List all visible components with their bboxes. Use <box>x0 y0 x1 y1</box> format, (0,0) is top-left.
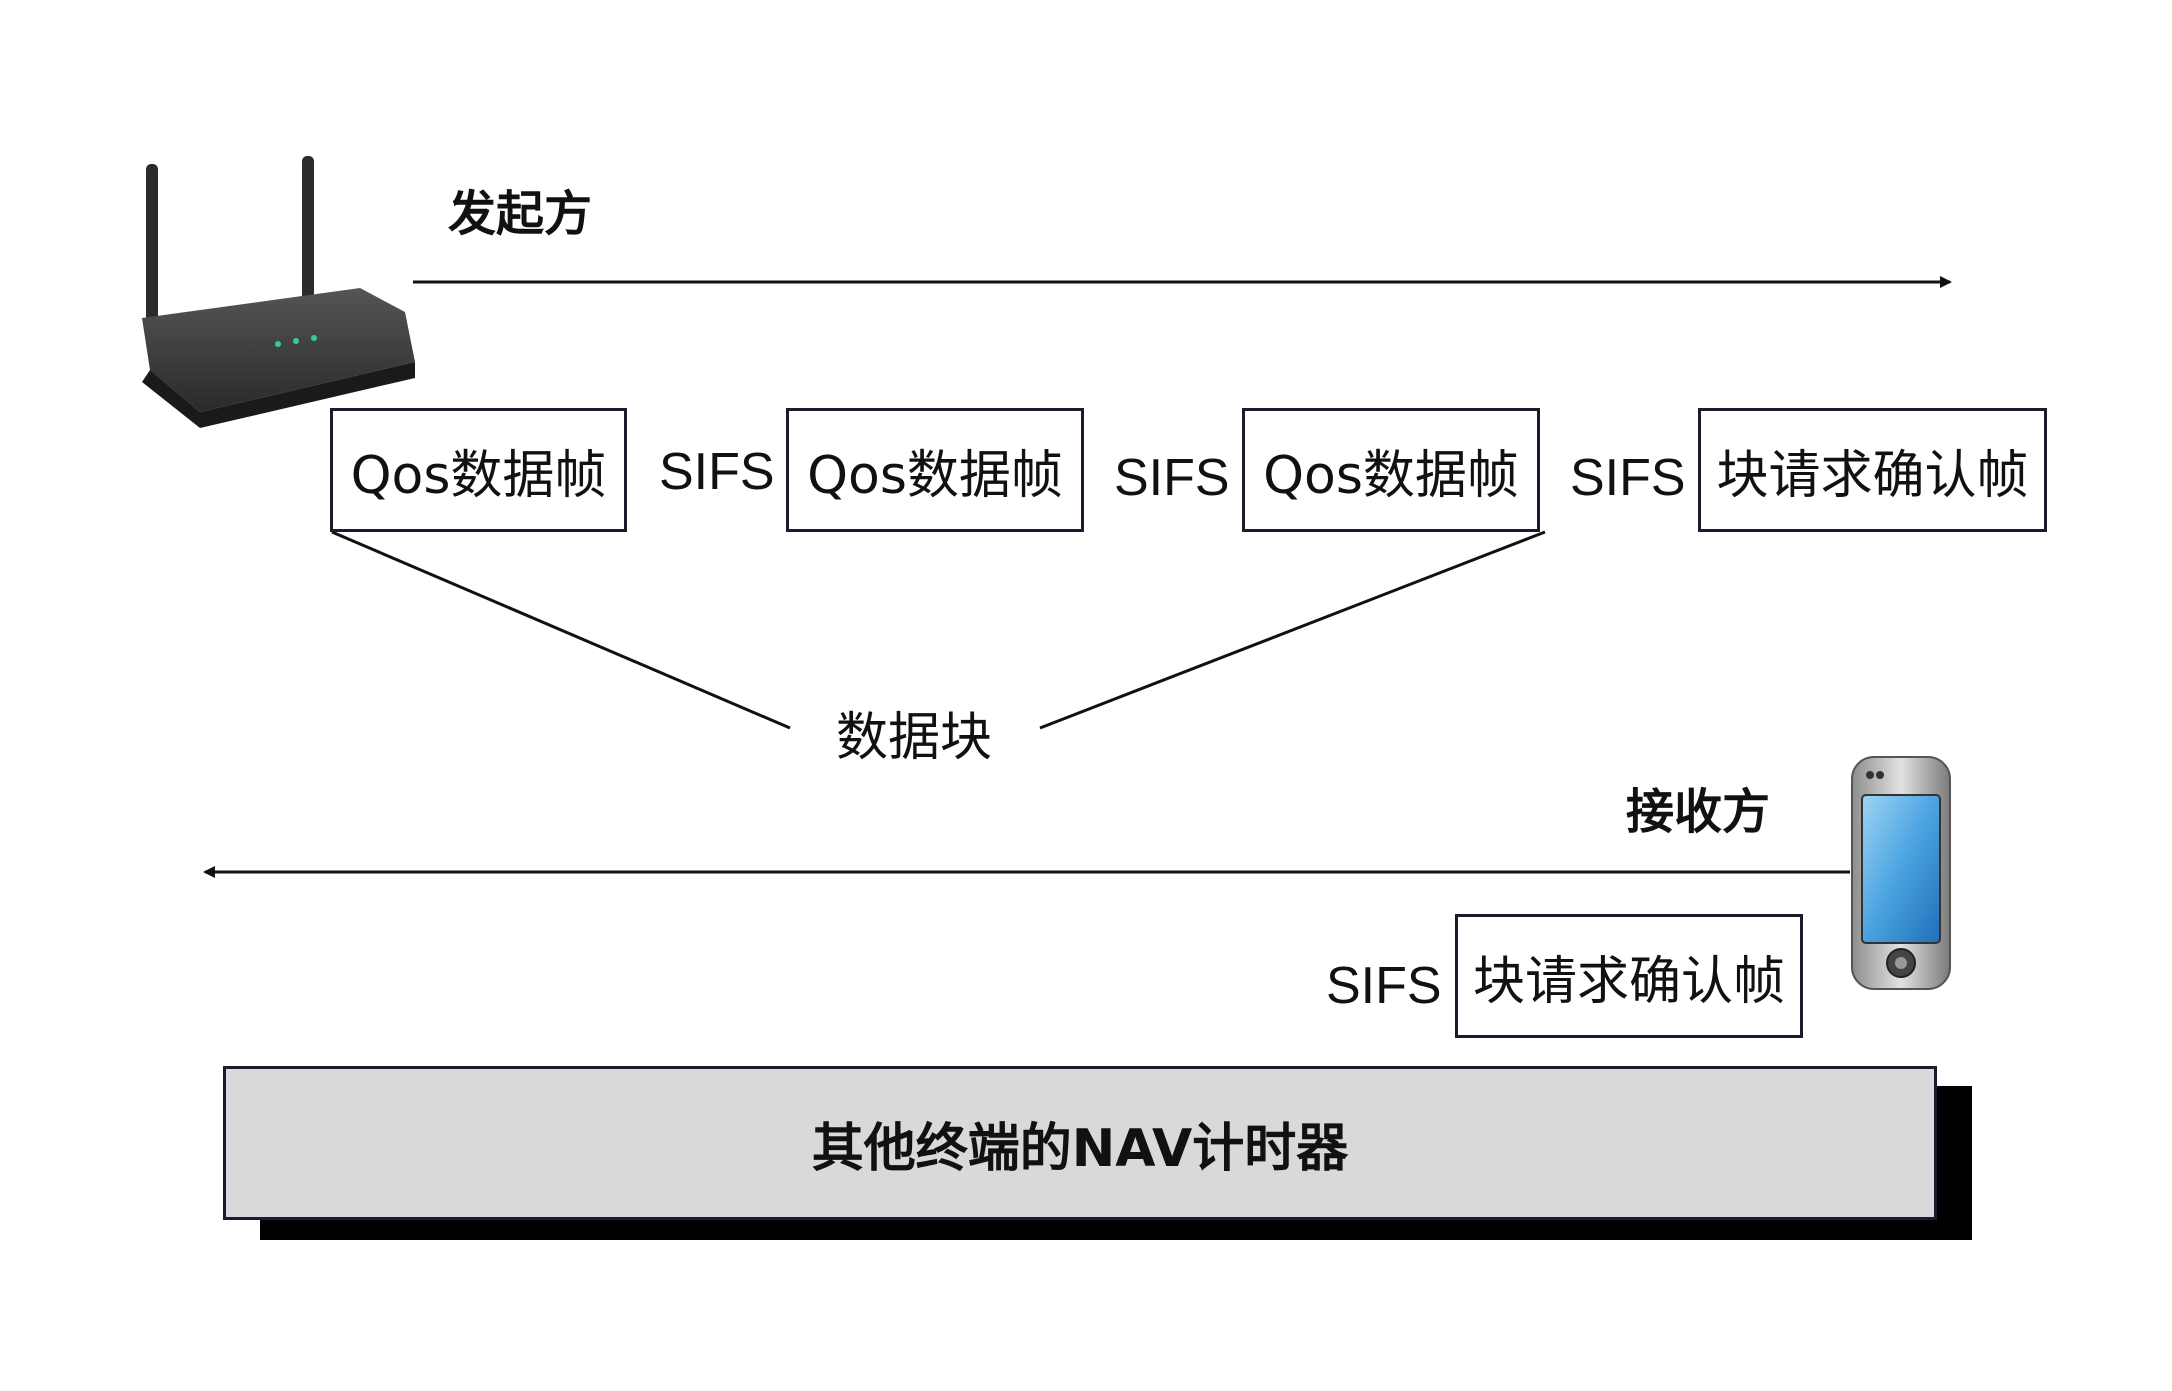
block-ack-request-frame-receiver: 块请求确认帧 <box>1455 914 1803 1038</box>
router-icon <box>142 156 415 428</box>
qos-data-frame-3: Qos数据帧 <box>1242 408 1540 532</box>
smartphone-icon <box>1851 756 1951 990</box>
sifs-gap-1: SIFS <box>659 443 775 501</box>
receiver-label: 接收方 <box>1626 784 1771 840</box>
nav-timer-bar: 其他终端的NAV计时器 <box>223 1066 1937 1220</box>
qos-data-frame-2: Qos数据帧 <box>786 408 1084 532</box>
sifs-gap-2: SIFS <box>1114 449 1230 507</box>
block-ack-request-frame-sender: 块请求确认帧 <box>1698 408 2047 532</box>
data-block-label: 数据块 <box>836 708 993 768</box>
data-block-bracket-left <box>331 530 791 730</box>
nav-timer-label: 其他终端的NAV计时器 <box>811 1118 1349 1179</box>
data-block-bracket-right <box>1039 530 1546 730</box>
sifs-gap-3: SIFS <box>1570 449 1686 507</box>
sifs-gap-receiver: SIFS <box>1326 957 1442 1015</box>
qos-data-frame-1: Qos数据帧 <box>330 408 627 532</box>
sender-label: 发起方 <box>448 186 593 242</box>
